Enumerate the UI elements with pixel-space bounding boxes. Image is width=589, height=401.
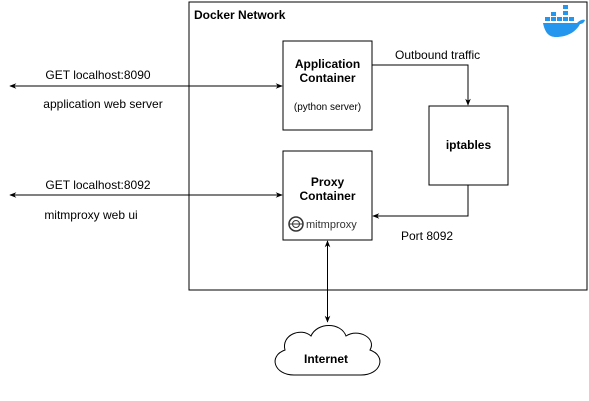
- proxy-request-label: GET localhost:8092: [45, 178, 151, 192]
- docker-network-boundary: [188, 1, 588, 291]
- internet-label: Internet: [304, 352, 348, 366]
- iptables-label: iptables: [446, 138, 492, 152]
- app-caption-label: application web server: [43, 97, 162, 111]
- iptables-box: [428, 105, 509, 186]
- outbound-traffic-label: Outbound traffic: [395, 48, 480, 62]
- proxy-container-title-2: Container: [299, 189, 355, 203]
- proxy-caption-label: mitmproxy web ui: [44, 208, 137, 222]
- docker-whale-icon: [543, 5, 585, 37]
- proxy-container-title-1: Proxy: [311, 175, 345, 189]
- internet-cloud: [274, 325, 381, 376]
- outbound-traffic-arrow: [372, 64, 471, 106]
- port-redirect-arrow: [372, 185, 469, 219]
- mitmproxy-logo-text: mitmproxy: [306, 219, 357, 231]
- application-container-box: [282, 40, 373, 131]
- app-request-label: GET localhost:8090: [45, 68, 151, 82]
- docker-network-title: Docker Network: [194, 8, 286, 22]
- application-container-title-1: Application: [295, 57, 360, 71]
- mitmproxy-logo: mitmproxy: [288, 216, 357, 232]
- port-label: Port 8092: [401, 229, 453, 243]
- application-container-subtitle: (python server): [294, 102, 361, 113]
- application-container-title-2: Container: [299, 71, 355, 85]
